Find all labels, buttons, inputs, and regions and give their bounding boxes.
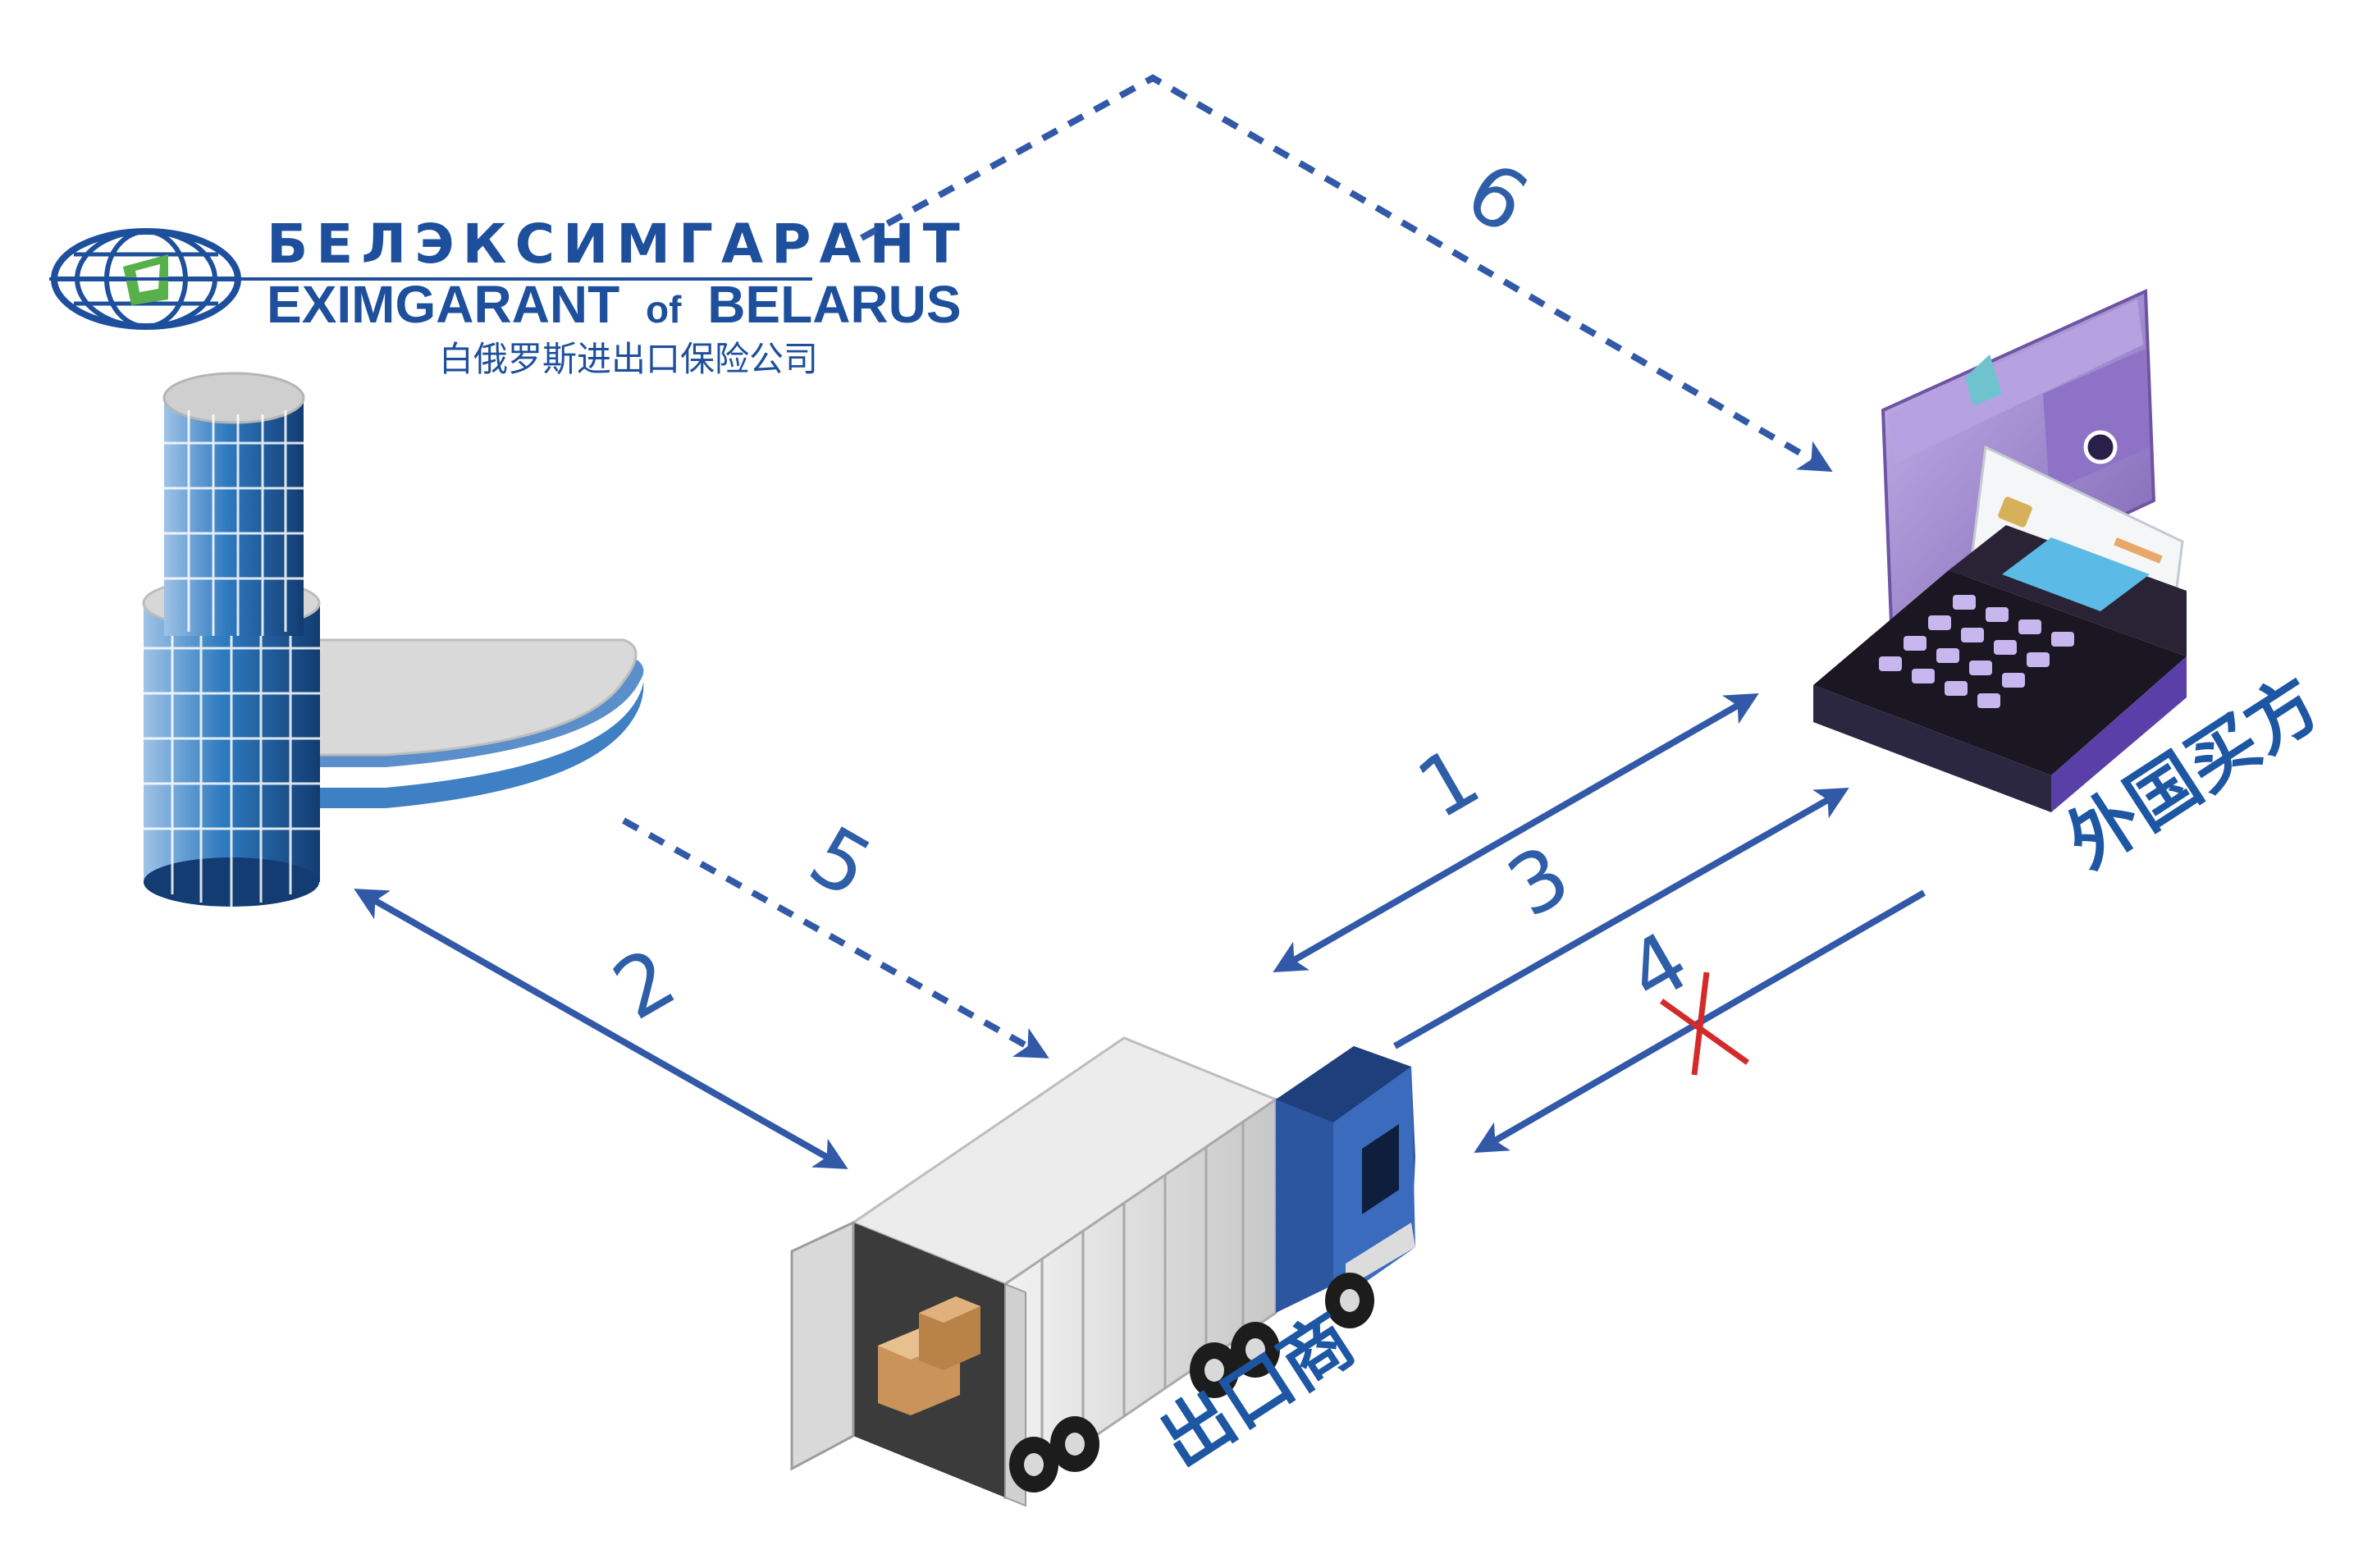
arrow-5-indemnity (622, 817, 1049, 1058)
arrow-3-shipment (1393, 788, 1849, 1049)
step-label-6: 6 (1451, 143, 1544, 252)
logo-english-name: EXIMGARANT of BELARUS (267, 275, 962, 334)
step-label-1: 1 (1402, 729, 1496, 838)
step-label-4: 4 (1611, 913, 1705, 1022)
logo-english-country: BELARUS (707, 275, 961, 334)
building-disc-base (269, 638, 644, 808)
logo-russian-name: БЕЛЭКСИМГАРАНТ (267, 213, 968, 276)
cargo-boxes (878, 1296, 980, 1415)
truck-cargo-box (790, 1036, 1279, 1507)
logo-english-main: EXIMGARANT (267, 275, 619, 334)
logo-english-of: of (646, 288, 682, 331)
logo-chinese-name: 白俄罗斯进出口保险公司 (439, 339, 818, 379)
tower-upper (162, 372, 305, 636)
arrow-1-contract (1273, 693, 1759, 972)
step-label-3: 3 (1492, 827, 1586, 936)
eximgarant-logo: БЕЛЭКСИМГАРАНТ EXIMGARANT of BELARUS 白俄罗… (49, 213, 968, 379)
cross-mark-icon (1659, 971, 1750, 1076)
exporter-truck (790, 1036, 1415, 1507)
truck-wheels (1009, 1273, 1374, 1493)
arrow-6-recovery (860, 74, 1833, 473)
card-terminal-icon (1813, 525, 2187, 812)
keypad (1879, 595, 2074, 708)
arrow-2-insurance (354, 889, 848, 1169)
step-label-2: 2 (598, 930, 692, 1039)
insurer-building (142, 372, 644, 907)
step-label-5: 5 (794, 807, 888, 917)
foreign-buyer-payment (1813, 288, 2187, 812)
wallet-icon (1881, 288, 2156, 627)
truck-cab (1276, 1046, 1415, 1313)
rear-door-left (790, 1220, 855, 1471)
